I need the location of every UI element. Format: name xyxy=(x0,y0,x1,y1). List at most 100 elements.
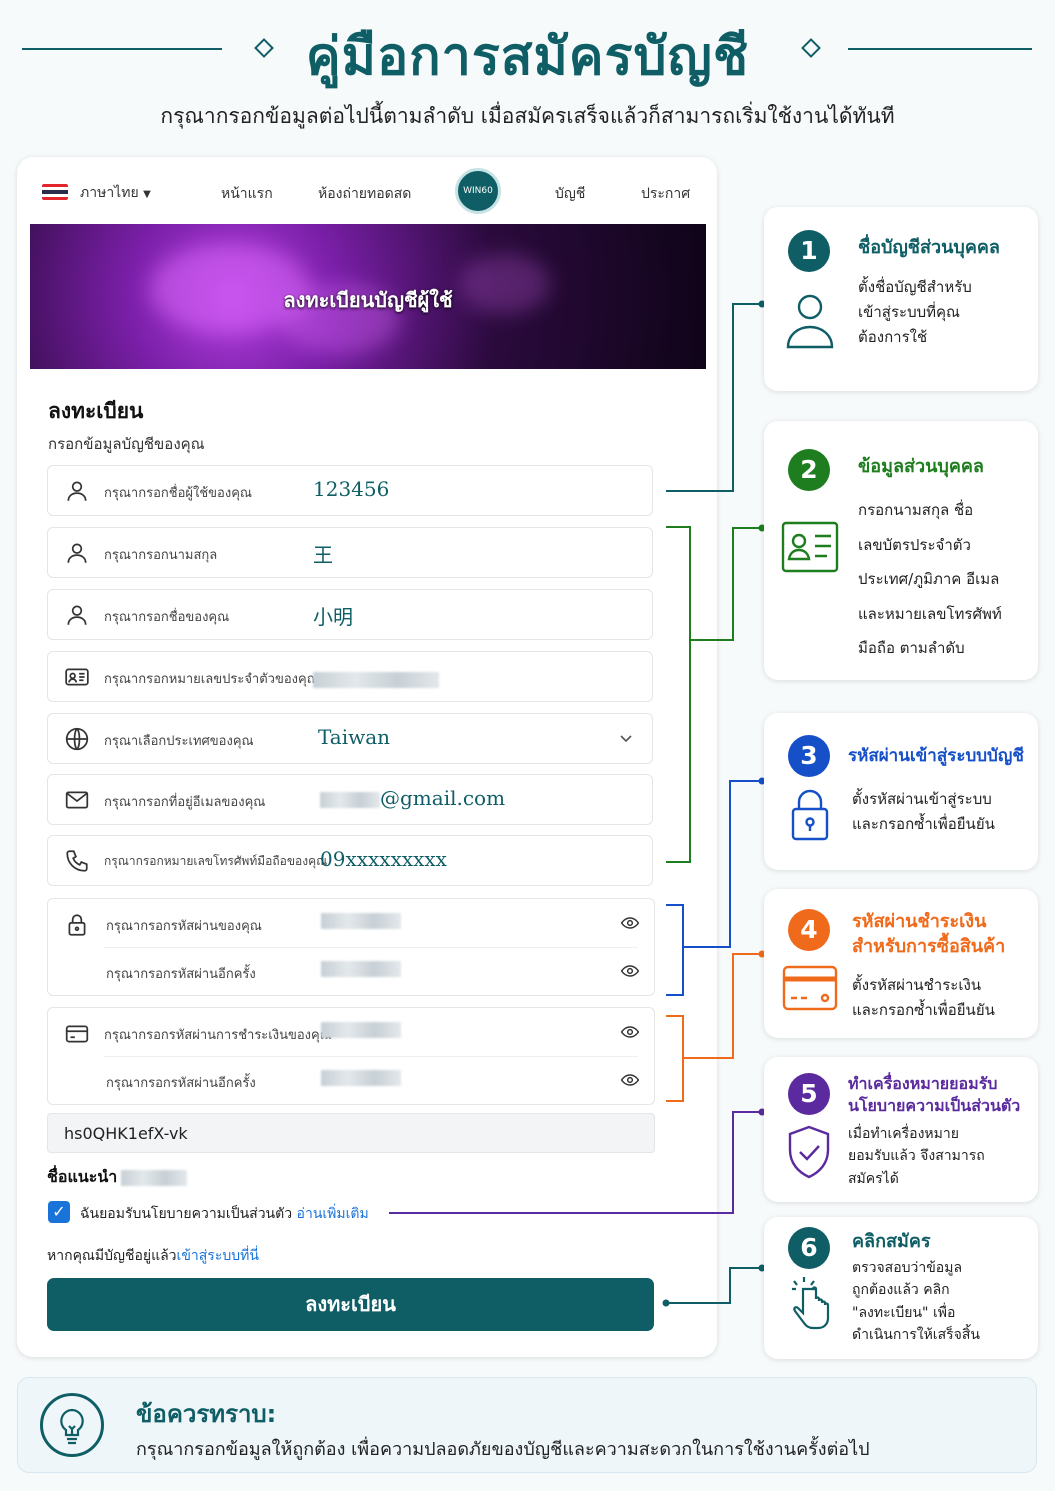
step-title: ชื่อบัญชีส่วนบุคคล xyxy=(858,237,1000,258)
password-confirm-value xyxy=(321,961,401,977)
eye-icon[interactable] xyxy=(620,961,640,981)
password-input[interactable]: กรุณากรอกรหัสผ่านของคุณ xyxy=(48,899,654,947)
eye-icon[interactable] xyxy=(620,1070,640,1090)
payment-password-confirm-input[interactable]: กรุณากรอกรหัสผ่านอีกครั้ง xyxy=(48,1056,654,1104)
language-selector[interactable]: ภาษาไทย ▼ xyxy=(80,182,151,204)
page-title: คู่มือการสมัครบัญชี xyxy=(305,27,750,87)
title-divider-left xyxy=(22,48,222,50)
step-desc-line: เลขบัตรประจำตัว xyxy=(858,535,971,554)
mail-icon xyxy=(65,791,89,809)
step-number: 5 xyxy=(788,1073,830,1115)
step-number: 2 xyxy=(788,449,830,491)
password-placeholder: กรุณากรอกรหัสผ่านของคุณ xyxy=(106,919,262,934)
surname-field[interactable]: กรุณากรอกนามสกุล 王 xyxy=(47,527,653,578)
banner-image xyxy=(30,224,706,369)
payment-password-group: กรุณากรอกรหัสผ่านการชำระเงินของคุณ กรุณา… xyxy=(47,1007,655,1105)
email-domain: @gmail.com xyxy=(380,786,506,810)
step-number: 4 xyxy=(788,909,830,951)
step-desc-line: มือถือ ตามลำดับ xyxy=(858,639,965,657)
step-description: กรอกนามสกุล ชื่อ เลขบัตรประจำตัว ประเทศ/… xyxy=(858,493,1002,666)
country-value: Taiwan xyxy=(318,725,391,749)
user-icon xyxy=(67,605,87,625)
eye-icon[interactable] xyxy=(620,1022,640,1042)
payment-password-input[interactable]: กรุณากรอกรหัสผ่านการชำระเงินของคุณ xyxy=(48,1008,654,1056)
step-desc-line: กรอกนามสกุล ชื่อ xyxy=(858,501,974,519)
step-number: 1 xyxy=(788,230,830,272)
email-placeholder: กรุณากรอกที่อยู่อีเมลของคุณ xyxy=(104,795,266,810)
nav-announcement[interactable]: ประกาศ xyxy=(641,186,691,202)
user-icon xyxy=(786,294,834,349)
step-desc-line: ตั้งรหัสผ่านชำระเงิน xyxy=(852,976,982,994)
nav-account[interactable]: บัญชี xyxy=(555,186,586,202)
user-icon xyxy=(67,481,87,501)
eye-icon[interactable] xyxy=(620,913,640,933)
step-card-6: 6 คลิกสมัคร ตรวจสอบว่าข้อมูล ถูกต้องแล้ว… xyxy=(764,1217,1038,1359)
form-heading: ลงทะเบียน xyxy=(48,399,144,423)
password-confirm-input[interactable]: กรุณากรอกรหัสผ่านอีกครั้ง xyxy=(48,947,654,995)
step-desc-line: และกรอกซ้ำเพื่อยืนยัน xyxy=(852,1000,995,1019)
phone-placeholder: กรุณากรอกหมายเลขโทรศัพท์มือถือของคุณ xyxy=(104,854,328,868)
credit-card-icon xyxy=(65,1025,89,1043)
firstname-value: 小明 xyxy=(313,605,353,629)
step-description: เมื่อทำเครื่องหมาย ยอมรับแล้ว จึงสามารถ … xyxy=(848,1123,985,1190)
step-desc-line: "ลงทะเบียน" เพื่อ xyxy=(852,1304,956,1321)
agree-text: ฉันยอมรับนโยบายความเป็นส่วนตัว xyxy=(80,1206,293,1222)
step-desc-line: และหมายเลขโทรศัพท์ xyxy=(858,604,1002,623)
hand-pointer-icon xyxy=(792,1277,830,1330)
id-card-icon xyxy=(65,668,89,686)
step-card-3: 3 รหัสผ่านเข้าสู่ระบบบัญชี ตั้งรหัสผ่านเ… xyxy=(764,713,1038,870)
username-value: 123456 xyxy=(313,477,390,501)
has-account-text: หากคุณมีบัญชีอยู่แล้ว xyxy=(47,1248,177,1264)
surname-value: 王 xyxy=(313,543,333,567)
language-label: ภาษาไทย xyxy=(80,185,139,201)
firstname-placeholder: กรุณากรอกชื่อของคุณ xyxy=(104,610,230,625)
payment-password-confirm-value xyxy=(321,1070,401,1086)
username-field[interactable]: กรุณากรอกชื่อผู้ใช้ของคุณ 123456 xyxy=(47,465,653,516)
referral-code-field[interactable]: hs0QHK1efX-vk xyxy=(47,1113,655,1153)
step-description: ตั้งรหัสผ่านชำระเงิน และกรอกซ้ำเพื่อยืนย… xyxy=(852,973,995,1023)
firstname-field[interactable]: กรุณากรอกชื่อของคุณ 小明 xyxy=(47,589,653,640)
site-logo[interactable]: WIN60 xyxy=(455,168,501,214)
id-number-placeholder: กรุณากรอกหมายเลขประจำตัวของคุณ xyxy=(104,672,319,687)
lightbulb-icon xyxy=(40,1393,104,1457)
lock-icon xyxy=(791,789,829,841)
logo-text: WIN60 xyxy=(463,186,493,196)
tip-text: กรุณากรอกข้อมูลให้ถูกต้อง เพื่อความปลอดภ… xyxy=(136,1439,870,1460)
login-link[interactable]: เข้าสู่ระบบที่นี่ xyxy=(176,1248,259,1264)
form-subheading: กรอกข้อมูลบัญชีของคุณ xyxy=(48,435,205,453)
referrer-name: ชื่อแนะนำ xyxy=(47,1165,188,1190)
title-divider-right xyxy=(848,48,1032,50)
username-placeholder: กรุณากรอกชื่อผู้ใช้ของคุณ xyxy=(104,486,252,501)
id-card-icon xyxy=(781,521,839,573)
nav-home[interactable]: หน้าแรก xyxy=(221,186,273,202)
country-select[interactable]: กรุณาเลือกประเทศของคุณ Taiwan xyxy=(47,713,653,764)
step-card-2: 2 ข้อมูลส่วนบุคคล กรอกนามสกุล ชื่อ เลขบั… xyxy=(764,421,1038,680)
id-number-field[interactable]: กรุณากรอกหมายเลขประจำตัวของคุณ xyxy=(47,651,653,702)
thai-flag-icon xyxy=(42,184,68,200)
step-desc-line: ถูกต้องแล้ว คลิก xyxy=(852,1282,950,1299)
step-title: ข้อมูลส่วนบุคคล xyxy=(858,456,984,477)
chevron-down-icon xyxy=(620,735,632,743)
step-description: ตรวจสอบว่าข้อมูล ถูกต้องแล้ว คลิก "ลงทะเ… xyxy=(852,1257,980,1347)
step-description: ตั้งรหัสผ่านเข้าสู่ระบบ และกรอกซ้ำเพื่อย… xyxy=(852,787,995,837)
surname-placeholder: กรุณากรอกนามสกุล xyxy=(104,548,218,563)
payment-password-value xyxy=(321,1022,401,1038)
login-password-group: กรุณากรอกรหัสผ่านของคุณ กรุณากรอกรหัสผ่า… xyxy=(47,898,655,996)
tip-title: ข้อควรทราบ: xyxy=(136,1400,277,1428)
read-more-link[interactable]: อ่านเพิ่มเติม xyxy=(296,1206,369,1222)
user-icon xyxy=(67,543,87,563)
step-desc-line: ดำเนินการให้เสร็จสิ้น xyxy=(852,1327,980,1344)
email-field[interactable]: กรุณากรอกที่อยู่อีเมลของคุณ @gmail.com xyxy=(47,774,653,825)
step-title: ทำเครื่องหมายยอมรับ นโยบายความเป็นส่วนตั… xyxy=(848,1074,1021,1116)
caret-down-icon: ▼ xyxy=(143,189,151,200)
password-confirm-placeholder: กรุณากรอกรหัสผ่านอีกครั้ง xyxy=(106,967,256,982)
step-desc-line: เมื่อทำเครื่องหมาย xyxy=(848,1126,959,1142)
privacy-checkbox[interactable]: ✓ xyxy=(48,1201,70,1223)
id-number-value xyxy=(313,669,439,693)
step-desc-line: เข้าสู่ระบบที่คุณ xyxy=(858,302,960,321)
nav-live[interactable]: ห้องถ่ายทอดสด xyxy=(318,186,412,202)
phone-value: 09xxxxxxxxx xyxy=(320,847,447,871)
phone-field[interactable]: กรุณากรอกหมายเลขโทรศัพท์มือถือของคุณ 09x… xyxy=(47,835,653,886)
shield-check-icon xyxy=(788,1125,830,1179)
register-button[interactable]: ลงทะเบียน xyxy=(47,1278,654,1331)
